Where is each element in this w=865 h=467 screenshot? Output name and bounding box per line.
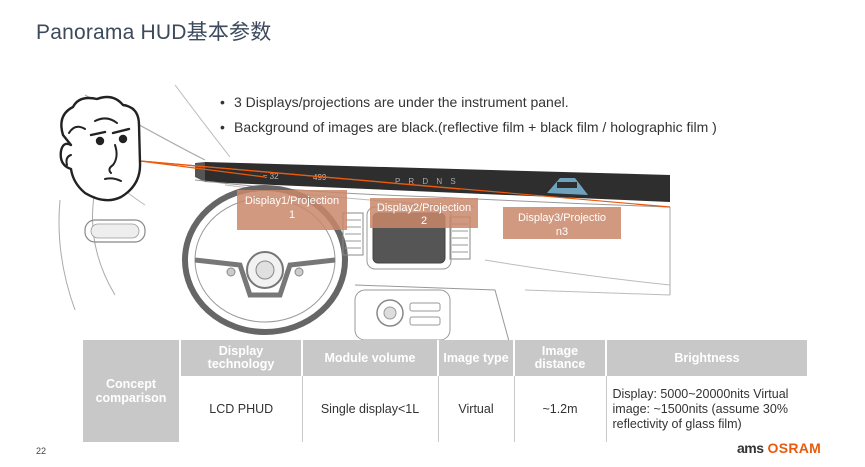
page-title: Panorama HUD基本参数 (36, 21, 272, 44)
display2-label-line1: Display2/Projection (377, 202, 471, 214)
display3-label-box (503, 207, 621, 239)
display1-label-box (237, 190, 347, 230)
osram-logo-text: OSRAM (767, 440, 822, 456)
gear-selector-readout: P R D N S (395, 177, 459, 186)
bullet-item: 3 Displays/projections are under the ins… (220, 93, 760, 111)
table-cell: LCD PHUD (180, 376, 303, 442)
display2-label-line2: 2 (421, 215, 427, 227)
table-row-header: Concept comparison (83, 340, 181, 442)
concept-comparison-table: Concept comparison Display technology Mo… (83, 340, 807, 442)
table-cell: Single display<1L (302, 376, 439, 442)
table-header-brightness: Brightness (606, 340, 807, 376)
driver-head-icon (59, 95, 142, 202)
table-header-image-distance: Image distance (514, 340, 607, 376)
table-header-display-technology: Display technology (180, 340, 303, 376)
table-cell-brightness: Display: 5000~20000nits Virtual image: ~… (606, 376, 807, 442)
hud-speed-readout: ≈ 32 (263, 172, 279, 181)
ams-logo-text: ams (737, 440, 764, 456)
hud-value-readout: 499 (313, 173, 327, 182)
sightline-2 (139, 160, 461, 190)
table-header-image-type: Image type (438, 340, 515, 376)
display2-label-box (370, 198, 478, 228)
table-cell: Virtual (438, 376, 515, 442)
display3-label-line1: Display3/Projectio (518, 212, 606, 224)
bullet-list: 3 Displays/projections are under the ins… (220, 93, 760, 143)
display1-label-line2: 1 (289, 209, 295, 221)
car-interior-illustration: ≈ 32 499 P R D N S Display1/Projection 1… (58, 85, 671, 345)
page-number: 22 (36, 446, 47, 456)
bullet-item: Background of images are black.(reflecti… (220, 118, 760, 136)
display3-label-line2: n3 (556, 226, 568, 238)
table-header-module-volume: Module volume (302, 340, 439, 376)
display1-label-line1: Display1/Projection (245, 195, 339, 207)
table-cell: ~1.2m (514, 376, 607, 442)
sightline-3 (139, 160, 266, 178)
